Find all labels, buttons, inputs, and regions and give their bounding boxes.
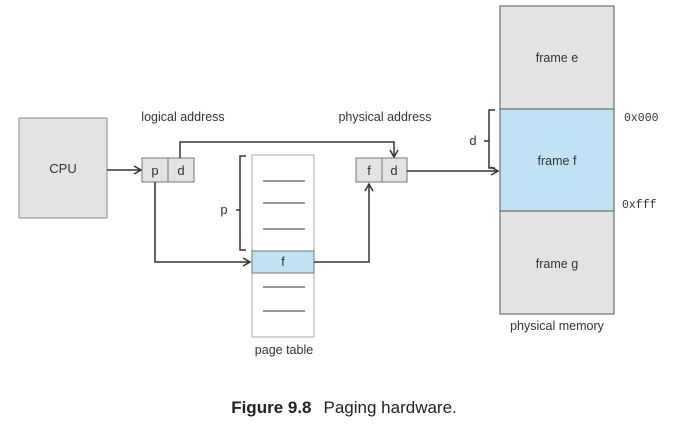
page-p-path (154, 182, 252, 267)
cpu-label: CPU (49, 161, 76, 176)
logical-address-label: logical address (141, 110, 224, 124)
p-brace (236, 155, 246, 251)
frame-g (499, 210, 615, 315)
physical-address-box: f d (355, 157, 408, 183)
frame-f-label: frame f (538, 154, 577, 168)
physical-d-label: d (390, 163, 397, 178)
logical-address-box: p d (141, 157, 195, 183)
cpu-box: CPU (18, 117, 108, 219)
frame-e-label: frame e (536, 51, 578, 65)
page-table: f (251, 154, 315, 338)
page-table-label: page table (255, 343, 313, 357)
physical-f-label: f (367, 163, 371, 178)
figure-number: Figure 9.8 (231, 398, 312, 417)
figure-title: Paging hardware. (323, 398, 457, 417)
p-brace-label: p (220, 202, 227, 217)
physical-memory: frame e frame f frame g (499, 5, 615, 315)
logical-p-label: p (151, 163, 158, 178)
logical-d-label: d (177, 163, 184, 178)
frame-g-label: frame g (536, 257, 578, 271)
frame-f (499, 108, 615, 212)
physical-memory-label: physical memory (510, 319, 605, 333)
frame-e (499, 5, 615, 110)
frame-f-path (314, 182, 374, 263)
figure-caption: Figure 9.8 Paging hardware. (0, 398, 688, 418)
d-brace-label: d (469, 133, 476, 148)
address-end-label: 0xfff (622, 199, 657, 212)
page-table-f-label: f (281, 255, 285, 269)
paging-diagram: CPU logical address p d f page table p p… (18, 5, 659, 357)
offset-d-path (179, 141, 399, 159)
address-start-label: 0x000 (624, 112, 659, 125)
d-brace (484, 109, 495, 169)
physical-address-label: physical address (338, 110, 431, 124)
